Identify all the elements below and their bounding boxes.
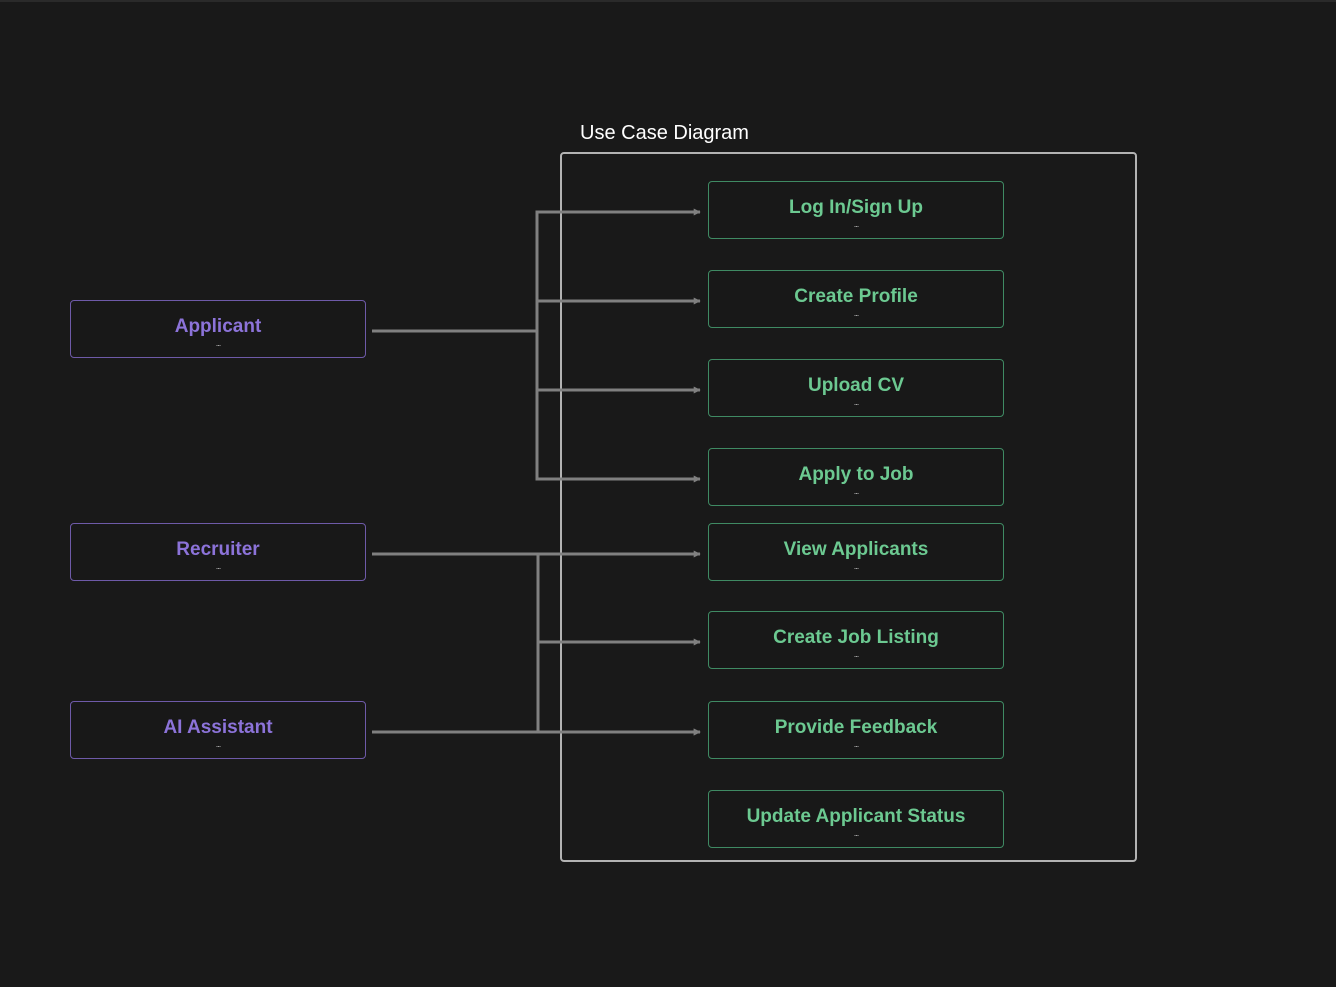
- usecase-label: Create Profile: [794, 286, 918, 307]
- usecase-label: Provide Feedback: [774, 717, 938, 738]
- more-indicator: ...: [215, 561, 222, 571]
- system-boundary: [560, 152, 1137, 862]
- more-indicator: ...: [853, 219, 860, 229]
- usecase-log-in-sign-up[interactable]: Log In/Sign Up ...: [708, 181, 1004, 239]
- more-indicator: ...: [215, 338, 222, 348]
- actor-label: Recruiter: [176, 539, 260, 560]
- actor-applicant[interactable]: Applicant ...: [70, 300, 366, 358]
- diagram-title: Use Case Diagram: [580, 122, 749, 144]
- usecase-label: Create Job Listing: [773, 627, 939, 648]
- usecase-label: View Applicants: [783, 539, 929, 560]
- actor-label: Applicant: [174, 316, 262, 337]
- more-indicator: ...: [853, 561, 860, 571]
- more-indicator: ...: [853, 308, 860, 318]
- usecase-apply-to-job[interactable]: Apply to Job ...: [708, 448, 1004, 506]
- usecase-update-applicant-status[interactable]: Update Applicant Status ...: [708, 790, 1004, 848]
- more-indicator: ...: [853, 397, 860, 407]
- usecase-label: Apply to Job: [798, 464, 914, 485]
- usecase-label: Log In/Sign Up: [788, 197, 924, 218]
- more-indicator: ...: [853, 828, 860, 838]
- usecase-provide-feedback[interactable]: Provide Feedback ...: [708, 701, 1004, 759]
- actor-label: AI Assistant: [163, 717, 273, 738]
- usecase-create-profile[interactable]: Create Profile ...: [708, 270, 1004, 328]
- usecase-label: Update Applicant Status: [746, 806, 966, 827]
- more-indicator: ...: [215, 739, 222, 749]
- usecase-label: Upload CV: [807, 375, 905, 396]
- usecase-upload-cv[interactable]: Upload CV ...: [708, 359, 1004, 417]
- actor-recruiter[interactable]: Recruiter ...: [70, 523, 366, 581]
- usecase-create-job-listing[interactable]: Create Job Listing ...: [708, 611, 1004, 669]
- more-indicator: ...: [853, 739, 860, 749]
- more-indicator: ...: [853, 649, 860, 659]
- usecase-view-applicants[interactable]: View Applicants ...: [708, 523, 1004, 581]
- more-indicator: ...: [853, 486, 860, 496]
- actor-ai-assistant[interactable]: AI Assistant ...: [70, 701, 366, 759]
